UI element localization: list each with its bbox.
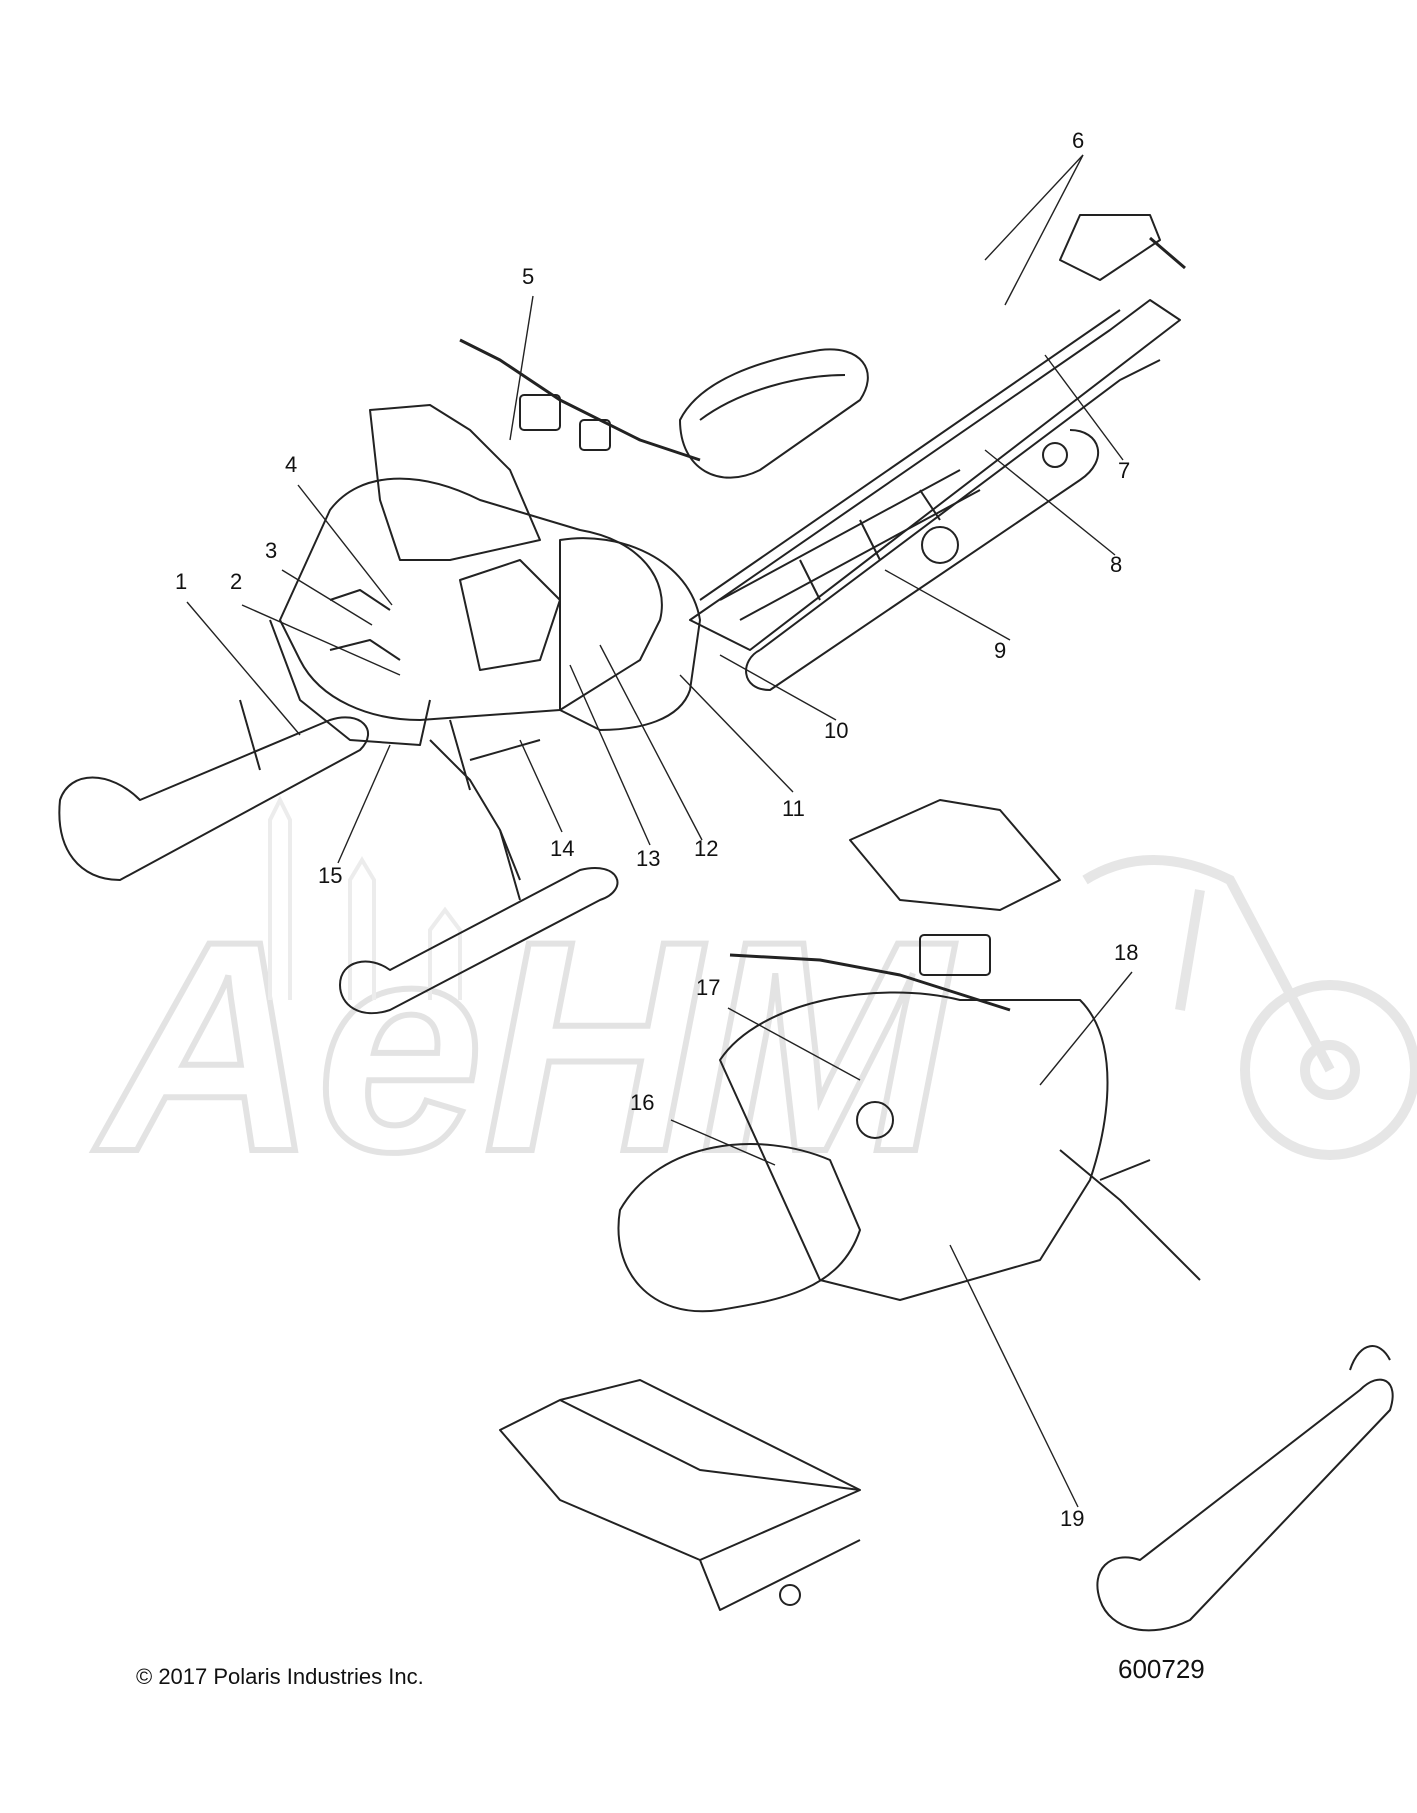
lower-handlebar xyxy=(729,953,1011,1012)
callout-labels: 1 2 3 4 5 6 7 8 9 10 11 12 13 14 15 16 1… xyxy=(175,128,1138,1531)
callout-10: 10 xyxy=(824,718,848,743)
lower-ski xyxy=(1096,1378,1394,1632)
callout-2: 2 xyxy=(230,569,242,594)
callout-8: 8 xyxy=(1110,552,1122,577)
nose xyxy=(269,619,431,746)
callout-13: 13 xyxy=(636,846,660,871)
seat xyxy=(679,348,869,479)
copyright-text: © 2017 Polaris Industries Inc. xyxy=(136,1664,424,1689)
diagram-number: 600729 xyxy=(1118,1654,1205,1684)
hood xyxy=(279,477,663,721)
callout-9: 9 xyxy=(994,638,1006,663)
lower-front-suspension xyxy=(1059,1149,1201,1281)
callout-14: 14 xyxy=(550,836,574,861)
watermark-motorcycle-icon xyxy=(1082,855,1417,1160)
upper-snowmobile-drawing xyxy=(58,214,1186,1015)
callout-18: 18 xyxy=(1114,940,1138,965)
callout-4: 4 xyxy=(285,452,297,477)
lower-windshield xyxy=(849,799,1061,911)
callout-15: 15 xyxy=(318,863,342,888)
leader-lines xyxy=(186,154,1133,1508)
side-panel xyxy=(559,537,701,731)
callout-6: 6 xyxy=(1072,128,1084,153)
callout-19: 19 xyxy=(1060,1506,1084,1531)
callout-5: 5 xyxy=(522,264,534,289)
watermark-text: AeHM xyxy=(91,878,958,1214)
lower-seat xyxy=(617,1143,861,1313)
lower-tunnel xyxy=(499,1379,861,1561)
right-ski xyxy=(339,867,619,1015)
callout-3: 3 xyxy=(265,538,277,563)
callout-1: 1 xyxy=(175,569,187,594)
watermark-castle-icon xyxy=(268,795,462,1000)
tunnel xyxy=(689,299,1181,651)
watermark: AeHM xyxy=(88,795,1417,1217)
callout-7: 7 xyxy=(1118,458,1130,483)
rear-bumper xyxy=(1059,214,1161,281)
lower-hood xyxy=(719,991,1109,1301)
callout-16: 16 xyxy=(630,1090,654,1115)
lower-snowmobile-drawing xyxy=(499,799,1394,1632)
front-suspension xyxy=(429,719,541,901)
left-ski xyxy=(58,716,370,881)
track xyxy=(745,429,1100,691)
windshield xyxy=(369,404,541,561)
callout-12: 12 xyxy=(694,836,718,861)
callout-11: 11 xyxy=(782,796,805,821)
callout-17: 17 xyxy=(696,975,720,1000)
